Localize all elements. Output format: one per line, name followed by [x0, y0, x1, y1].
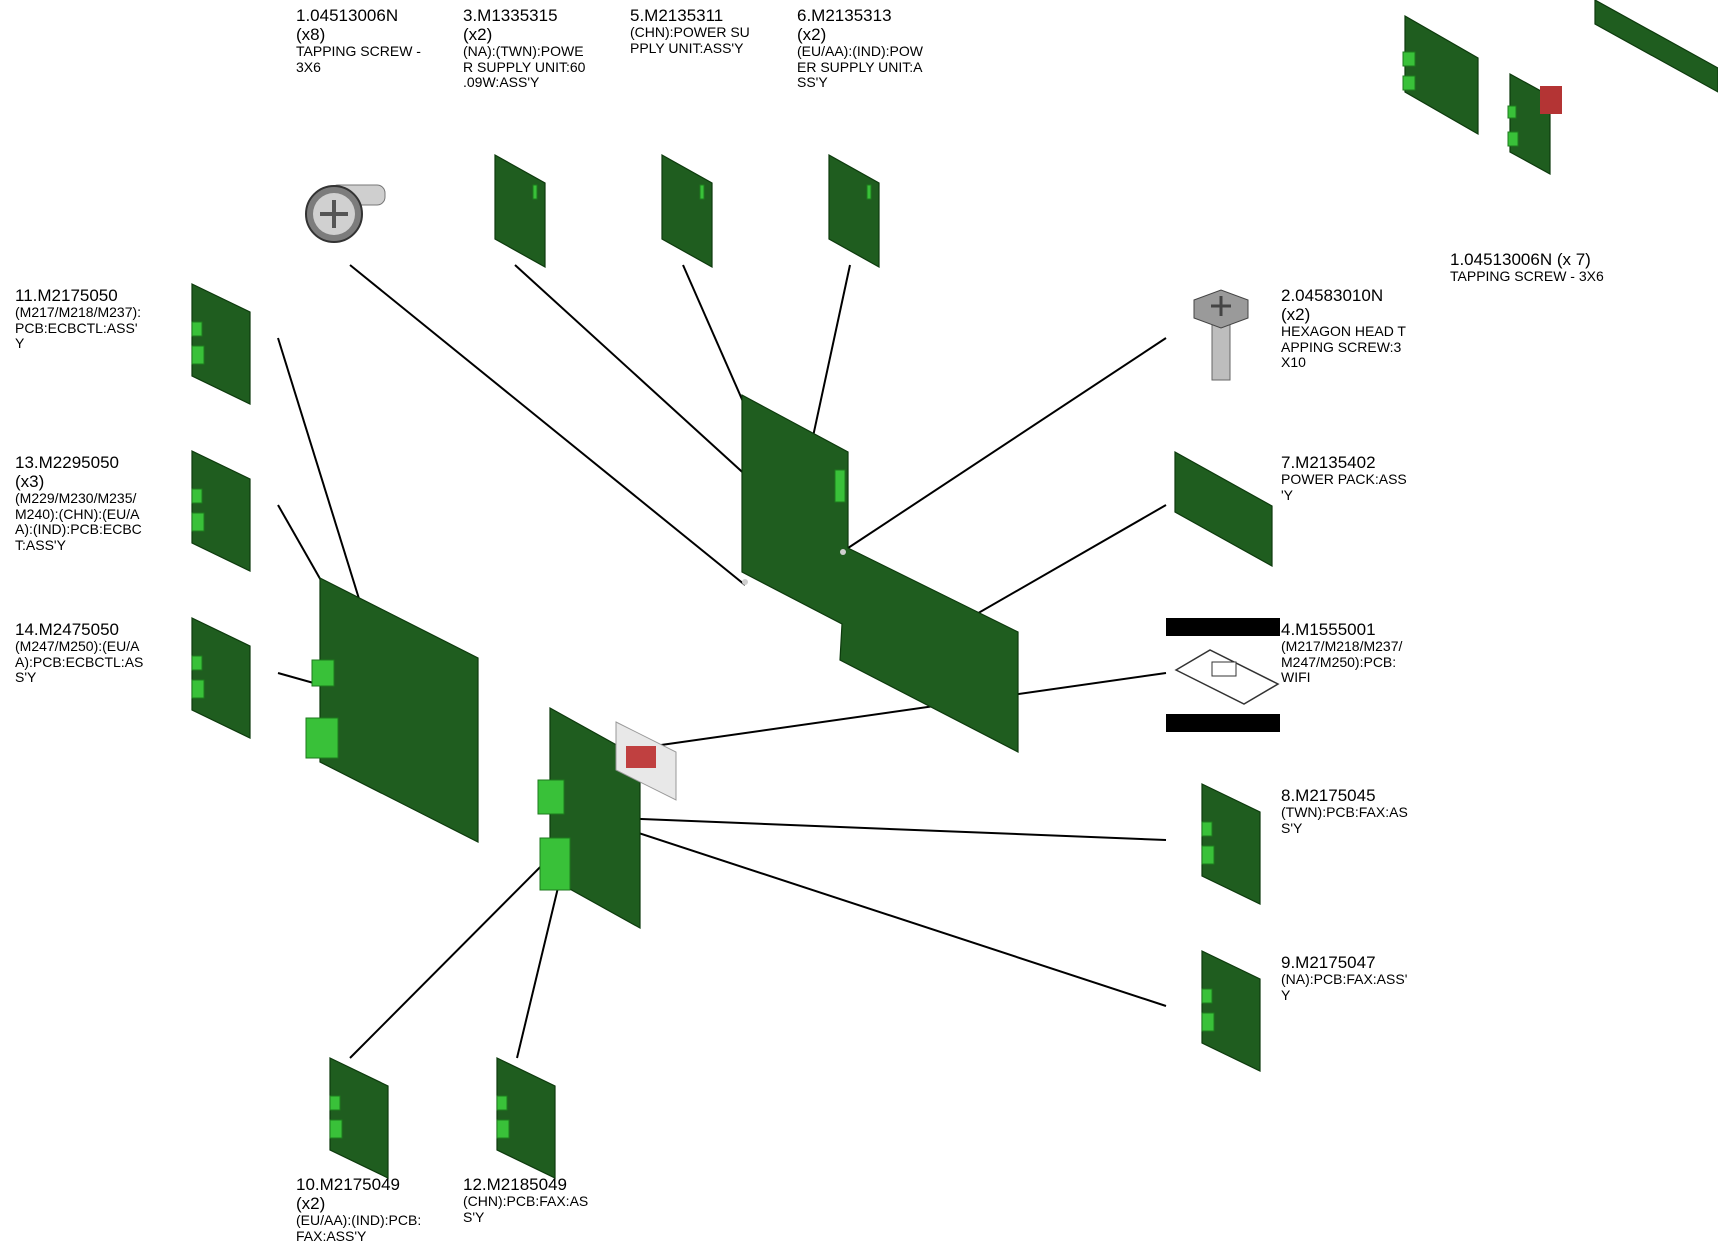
- fax-carrier-board-icon: [537, 706, 677, 930]
- part-description: (NA):PCB:FAX:ASS' Y: [1281, 971, 1408, 1003]
- top-right-pcb-group: [1402, 0, 1718, 176]
- tapping-screw-icon: [305, 184, 386, 243]
- hexagon-screw-icon: [1193, 289, 1249, 381]
- part-number: 7.M2135402: [1281, 453, 1376, 472]
- part-description: (CHN):POWER SU PPLY UNIT:ASS'Y: [630, 24, 750, 56]
- callout-10: 10.M2175049 (x2) (EU/AA):(IND):PCB: FAX:…: [296, 1175, 456, 1244]
- part-quantity: (x2): [1281, 305, 1311, 325]
- callout-13: 13.M2295050 (x3) (M229/M230/M235/ M240):…: [15, 453, 175, 554]
- fax-board-10-icon: [329, 1057, 389, 1179]
- controller-board-icon: [305, 577, 479, 843]
- callout-2: 2.04583010N (x2) HEXAGON HEAD T APPING S…: [1281, 286, 1441, 371]
- callout-14: 14.M2475050 (M247/M250):(EU/A A):PCB:ECB…: [15, 620, 175, 686]
- wifi-pcb-icon: [1166, 618, 1280, 732]
- ecbctl-board-13-icon: [191, 450, 251, 572]
- power-supply-unit-3-icon: [494, 154, 546, 268]
- part-quantity: (x2): [296, 1194, 326, 1214]
- part-number: 5.M2135311: [630, 6, 724, 25]
- power-pack-icon: [1174, 450, 1273, 568]
- part-description: (M217/M218/M237/ M247/M250):PCB: WIFI: [1281, 638, 1403, 686]
- part-number: 3.M1335315: [463, 6, 558, 25]
- callout-12: 12.M2185049 (CHN):PCB:FAX:AS S'Y: [463, 1175, 623, 1225]
- part-description: (TWN):PCB:FAX:AS S'Y: [1281, 804, 1408, 836]
- part-description: (M217/M218/M237): PCB:ECBCTL:ASS' Y: [15, 304, 142, 352]
- callout-3: 3.M1335315 (x2) (NA):(TWN):POWE R SUPPLY…: [463, 6, 623, 91]
- part-number: 1.04513006N (x 7): [1450, 250, 1591, 269]
- fax-board-8-icon: [1201, 783, 1261, 905]
- main-power-board-icon: [741, 393, 1019, 753]
- part-number: 4.M1555001: [1281, 620, 1376, 639]
- power-supply-unit-5-icon: [661, 154, 713, 268]
- callout-9: 9.M2175047 (NA):PCB:FAX:ASS' Y: [1281, 953, 1441, 1003]
- part-quantity: (x2): [463, 25, 493, 45]
- part-number: 6.M2135313: [797, 6, 892, 25]
- part-description: TAPPING SCREW - 3X6: [1450, 268, 1604, 285]
- part-description: HEXAGON HEAD T APPING SCREW:3 X10: [1281, 323, 1406, 371]
- callout-7: 7.M2135402 POWER PACK:ASS 'Y: [1281, 453, 1441, 503]
- callout-4: 4.M1555001 (M217/M218/M237/ M247/M250):P…: [1281, 620, 1441, 686]
- callout-1: 1.04513006N (x8) TAPPING SCREW - 3X6: [296, 6, 456, 75]
- callout-5: 5.M2135311 (CHN):POWER SU PPLY UNIT:ASS'…: [630, 6, 790, 56]
- ecbctl-board-14-icon: [191, 617, 251, 739]
- part-number: 11.M2175050: [15, 286, 118, 305]
- part-description: (NA):(TWN):POWE R SUPPLY UNIT:60 .09W:AS…: [463, 43, 586, 91]
- part-quantity: (x8): [296, 25, 326, 45]
- part-description: (EU/AA):(IND):POW ER SUPPLY UNIT:A SS'Y: [797, 43, 923, 91]
- power-supply-unit-6-icon: [828, 154, 880, 268]
- callout-11: 11.M2175050 (M217/M218/M237): PCB:ECBCTL…: [15, 286, 175, 352]
- part-description: POWER PACK:ASS 'Y: [1281, 471, 1407, 503]
- fax-board-12-icon: [496, 1057, 556, 1179]
- part-number: 9.M2175047: [1281, 953, 1376, 972]
- part-number: 12.M2185049: [463, 1175, 567, 1194]
- part-number: 8.M2175045: [1281, 786, 1376, 805]
- callout-8: 8.M2175045 (TWN):PCB:FAX:AS S'Y: [1281, 786, 1441, 836]
- part-quantity: (x3): [15, 472, 45, 492]
- part-number: 10.M2175049: [296, 1175, 400, 1194]
- part-description: (M229/M230/M235/ M240):(CHN):(EU/A A):(I…: [15, 490, 142, 554]
- part-number: 2.04583010N: [1281, 286, 1384, 305]
- ecbctl-board-11-icon: [191, 283, 251, 405]
- part-description: (M247/M250):(EU/A A):PCB:ECBCTL:AS S'Y: [15, 638, 144, 686]
- part-number: 14.M2475050: [15, 620, 119, 639]
- part-quantity: (x2): [797, 25, 827, 45]
- part-description: TAPPING SCREW - 3X6: [296, 43, 421, 75]
- callout-1b: 1.04513006N (x 7) TAPPING SCREW - 3X6: [1450, 250, 1670, 285]
- part-description: (EU/AA):(IND):PCB: FAX:ASS'Y: [296, 1212, 422, 1244]
- callout-6: 6.M2135313 (x2) (EU/AA):(IND):POW ER SUP…: [797, 6, 957, 91]
- part-description: (CHN):PCB:FAX:AS S'Y: [463, 1193, 589, 1225]
- fax-board-9-icon: [1201, 950, 1261, 1072]
- part-number: 1.04513006N: [296, 6, 399, 25]
- part-number: 13.M2295050: [15, 453, 119, 472]
